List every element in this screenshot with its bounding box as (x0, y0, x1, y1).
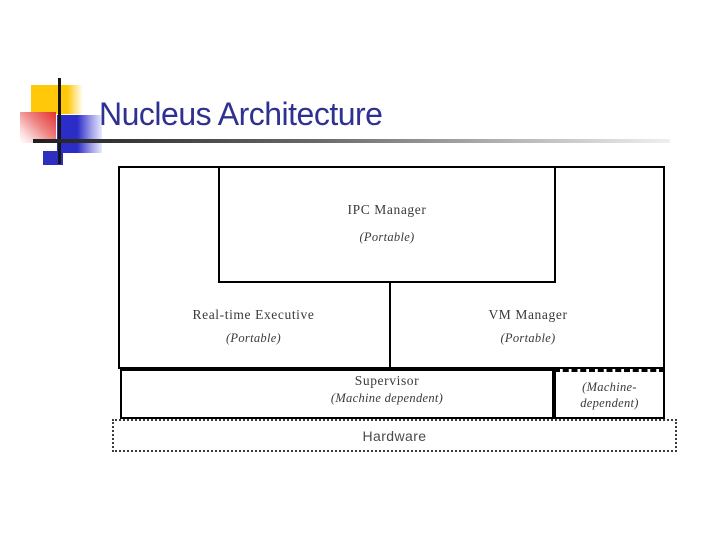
ipc-manager-label: IPC Manager (347, 202, 427, 217)
vm-manager-region: VM Manager (Portable) (389, 283, 665, 369)
realtime-executive-note: (Portable) (225, 330, 282, 345)
ipc-manager-note: (Portable) (359, 230, 415, 244)
decoration-vertical-line (58, 78, 61, 164)
hardware-box: Hardware (112, 419, 677, 452)
vm-manager-label: VM Manager (488, 306, 568, 322)
machine-dependent-line2: dependent) (580, 395, 639, 410)
decoration-blue-square (57, 115, 102, 153)
supervisor-label: Supervisor (354, 373, 420, 388)
decoration-yellow-square (31, 85, 83, 114)
supervisor-box (120, 369, 554, 419)
hardware-label: Hardware (362, 427, 427, 444)
decoration-red-square (20, 112, 56, 143)
supervisor-label-group: Supervisor (Machine dependent) (120, 373, 654, 406)
machine-dependent-box: (Machine- dependent) (554, 369, 665, 419)
realtime-executive-region: Real-time Executive (Portable) (118, 283, 389, 369)
nucleus-outer-box (118, 166, 665, 369)
ipc-manager-box: IPC Manager (Portable) (218, 166, 556, 283)
realtime-executive-label: Real-time Executive (192, 306, 315, 322)
machine-dependent-line1: (Machine- (582, 379, 637, 394)
title-underline-rule (33, 139, 670, 143)
supervisor-note: (Machine dependent) (330, 391, 444, 405)
vm-manager-note: (Portable) (500, 330, 556, 345)
slide-title: Nucleus Architecture (99, 96, 383, 132)
